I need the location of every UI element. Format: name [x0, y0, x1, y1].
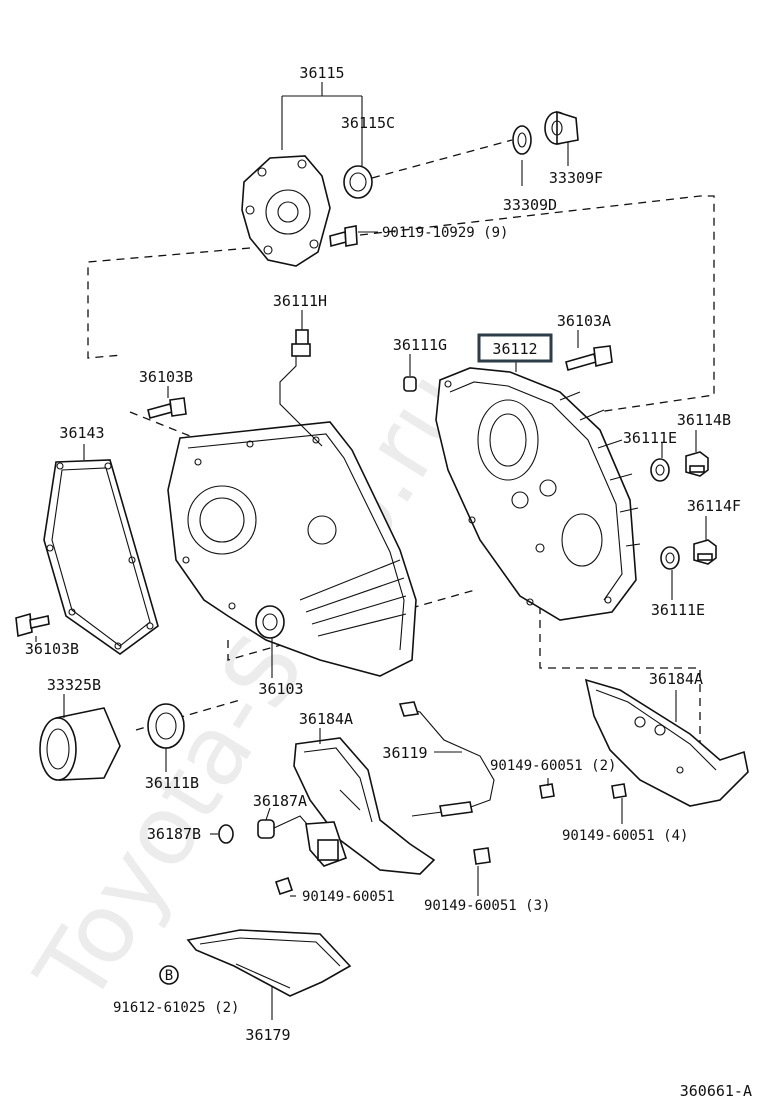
- circle-marker-b-text: B: [165, 968, 173, 984]
- cover-36184A-right[interactable]: [584, 678, 749, 807]
- highlight-box: [477, 333, 553, 363]
- part-labels: 36115 36115C 33309F 33309D 90119-10929 (…: [25, 64, 752, 1100]
- transfer-case-36103[interactable]: [167, 421, 417, 677]
- bolt-90149-2[interactable]: [539, 783, 555, 799]
- label-33309D[interactable]: 33309D: [503, 196, 557, 214]
- label-36111E-bottom[interactable]: 36111E: [651, 601, 705, 619]
- speed-sensor-36187A[interactable]: [257, 815, 348, 867]
- sleeve-33325B[interactable]: [39, 707, 121, 781]
- leader-lines: [35, 82, 707, 1020]
- label-36179[interactable]: 36179: [245, 1026, 290, 1044]
- o-ring-36187B[interactable]: [218, 824, 234, 844]
- label-36184A-right[interactable]: 36184A: [649, 670, 703, 688]
- label-36187B[interactable]: 36187B: [147, 825, 201, 843]
- gasket-36143[interactable]: [43, 459, 159, 655]
- label-36143[interactable]: 36143: [59, 424, 104, 442]
- label-36115C[interactable]: 36115C: [341, 114, 395, 132]
- label-36115[interactable]: 36115: [299, 64, 344, 82]
- label-36103B-bottom[interactable]: 36103B: [25, 640, 79, 658]
- label-36114B[interactable]: 36114B: [677, 411, 731, 429]
- cover-36184A-middle[interactable]: [293, 737, 436, 875]
- bolt-90119[interactable]: [329, 225, 358, 248]
- label-36111B[interactable]: 36111B: [145, 774, 199, 792]
- plug-33309F[interactable]: [544, 110, 579, 145]
- label-36114F[interactable]: 36114F: [687, 497, 741, 515]
- label-33325B[interactable]: 33325B: [47, 676, 101, 694]
- plug-36114F[interactable]: [693, 539, 717, 565]
- figure-id: 360661-A: [680, 1082, 752, 1100]
- circle-marker-b: B: [159, 965, 179, 985]
- bolt-36103B-top[interactable]: [147, 397, 187, 419]
- label-36103[interactable]: 36103: [258, 680, 303, 698]
- seal-36111E-top[interactable]: [650, 458, 670, 482]
- seal-36111E-bottom[interactable]: [660, 546, 680, 570]
- label-90149-60051-4[interactable]: 90149-60051 (4): [562, 828, 688, 844]
- label-90149-60051[interactable]: 90149-60051: [302, 889, 395, 905]
- sensor-wire-36119[interactable]: [398, 701, 495, 817]
- label-90149-60051-3[interactable]: 90149-60051 (3): [424, 898, 550, 914]
- bolt-36103B-bottom[interactable]: [15, 612, 50, 638]
- plug-36114B[interactable]: [685, 451, 709, 477]
- label-33309F[interactable]: 33309F: [549, 169, 603, 187]
- label-36112[interactable]: 36112: [492, 340, 537, 358]
- label-90119-10929[interactable]: 90119-10929 (9): [382, 225, 508, 241]
- label-36103B-top[interactable]: 36103B: [139, 368, 193, 386]
- seal-33309D[interactable]: [512, 125, 532, 155]
- label-36111H[interactable]: 36111H: [273, 292, 327, 310]
- label-36111E-top[interactable]: 36111E: [623, 429, 677, 447]
- label-36119[interactable]: 36119: [382, 744, 427, 762]
- bolt-90149-4[interactable]: [611, 783, 627, 799]
- plug-36111G[interactable]: [403, 376, 417, 392]
- label-90149-60051-2[interactable]: 90149-60051 (2): [490, 758, 616, 774]
- under-cover-36179[interactable]: [186, 929, 352, 997]
- label-36103A[interactable]: 36103A: [557, 312, 611, 330]
- label-36184A-middle[interactable]: 36184A: [299, 710, 353, 728]
- label-36111G[interactable]: 36111G: [393, 336, 447, 354]
- bolt-90149-single[interactable]: [274, 876, 294, 896]
- breather-plug-36111H[interactable]: [291, 329, 311, 357]
- bolt-36103A[interactable]: [565, 345, 613, 371]
- label-36187A[interactable]: 36187A: [253, 792, 307, 810]
- transfer-cover-36112[interactable]: [435, 367, 641, 621]
- label-91612-61025[interactable]: 91612-61025 (2): [113, 1000, 239, 1016]
- bolt-90149-3[interactable]: [473, 847, 491, 865]
- extension-housing-36115[interactable]: [241, 155, 331, 267]
- oil-seal-36115C[interactable]: [343, 165, 373, 199]
- seal-36111B[interactable]: [147, 703, 185, 749]
